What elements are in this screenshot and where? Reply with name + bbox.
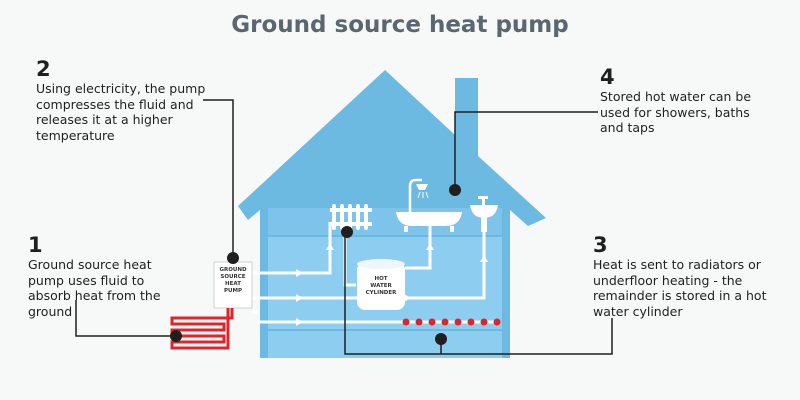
diagram-title: Ground source heat pump	[231, 12, 569, 38]
heat-pump-unit: GROUND SOURCE HEAT PUMP	[213, 261, 253, 309]
underfloor-heating	[402, 318, 501, 326]
step-2-text: Using electricity, the pump compresses t…	[36, 81, 206, 143]
leader-lines	[75, 99, 613, 355]
upper-floor	[268, 208, 502, 236]
step-2-callout: 2 Using electricity, the pump compresses…	[36, 57, 206, 143]
step-2-number: 2	[36, 57, 51, 81]
pump-label-3: HEAT	[225, 281, 241, 287]
sink	[470, 196, 498, 232]
leader-dots	[170, 184, 461, 345]
step-4-text: Stored hot water can be used for showers…	[600, 89, 752, 135]
step-3-text: Heat is sent to radiators or underfloor …	[593, 257, 767, 319]
pump-label-2: SOURCE	[220, 274, 245, 280]
hot-water-cylinder: HOT WATER CYLINDER	[357, 259, 405, 310]
cylinder-label-1: HOT	[374, 276, 387, 282]
step-1-callout: 1 Ground source heat pump uses fluid to …	[28, 233, 188, 319]
step-1-number: 1	[28, 233, 43, 257]
cylinder-label-2: WATER	[370, 283, 392, 289]
step-3-callout: 3 Heat is sent to radiators or underfloo…	[593, 233, 778, 319]
step-3-number: 3	[593, 233, 608, 257]
cylinder-label-3: CYLINDER	[366, 290, 397, 296]
pump-label-1: GROUND	[219, 267, 246, 273]
shower-bath	[396, 178, 462, 232]
step-4-number: 4	[600, 65, 615, 89]
pump-label-4: PUMP	[224, 288, 242, 294]
house	[238, 70, 546, 358]
step-1-text: Ground source heat pump uses fluid to ab…	[28, 257, 161, 319]
radiator	[330, 204, 372, 230]
pipe-arrows	[296, 243, 488, 326]
step-4-callout: 4 Stored hot water can be used for showe…	[600, 65, 775, 136]
